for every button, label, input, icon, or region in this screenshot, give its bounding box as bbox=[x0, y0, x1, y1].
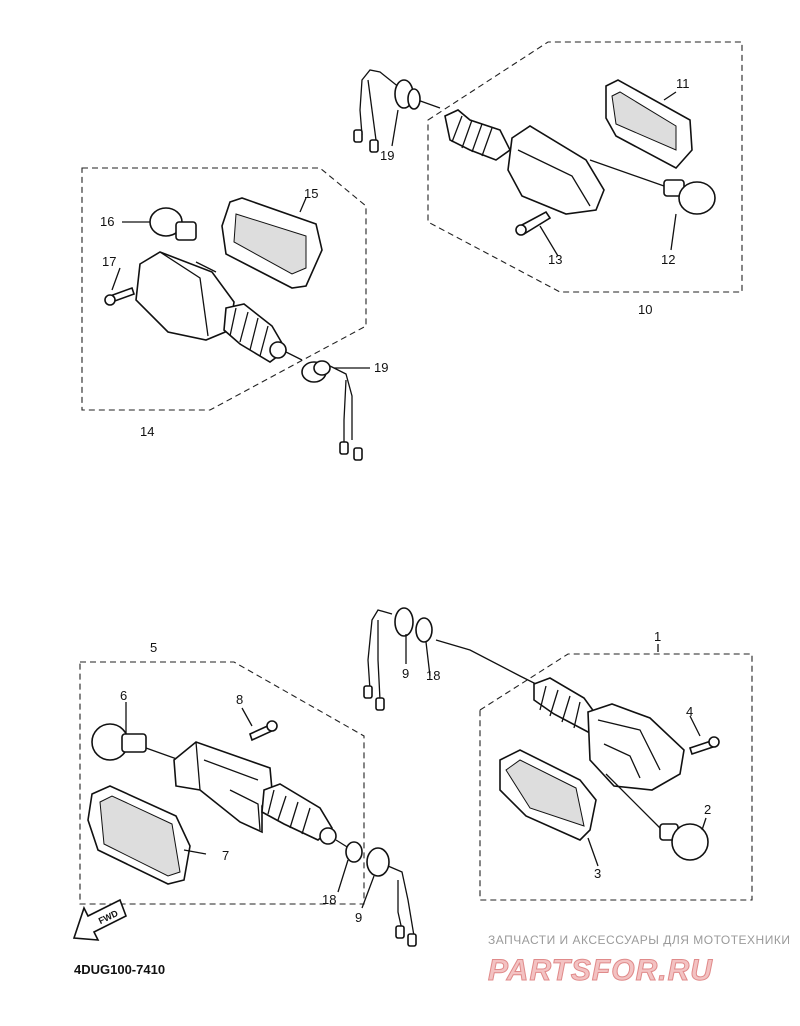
callout-11: 11 bbox=[676, 76, 690, 91]
callout-16: 16 bbox=[100, 214, 114, 229]
screw-13 bbox=[515, 210, 552, 236]
watermark-logo: PARTSFOR.RU bbox=[488, 954, 713, 987]
washer-18-top bbox=[415, 617, 433, 643]
callout-1: 1 bbox=[654, 629, 661, 644]
turn-signal-housing-1 bbox=[587, 703, 685, 791]
callout-19-left: 19 bbox=[374, 360, 388, 375]
callout-8: 8 bbox=[236, 692, 243, 707]
assembly-1 bbox=[363, 607, 753, 901]
assembly-14-boundary bbox=[81, 167, 367, 411]
callout-7: 7 bbox=[222, 848, 229, 863]
grommet-9-top bbox=[394, 607, 414, 637]
fwd-direction-arrow: FWD bbox=[72, 898, 128, 941]
callout-4: 4 bbox=[686, 704, 693, 719]
watermark: ЗАПЧАСТИ И АКСЕССУАРЫ ДЛЯ МОТОТЕХНИКИ PA… bbox=[488, 933, 790, 988]
assembly-5 bbox=[79, 661, 417, 947]
callout-9-bottom: 9 bbox=[355, 910, 362, 925]
callout-10: 10 bbox=[638, 302, 652, 317]
grommet-9-bottom bbox=[366, 847, 390, 877]
turn-signal-housing-5 bbox=[173, 741, 273, 834]
assembly-10-boundary bbox=[427, 41, 743, 293]
callout-17: 17 bbox=[102, 254, 116, 269]
screw-8 bbox=[249, 720, 278, 742]
callout-18-bottom: 18 bbox=[322, 892, 336, 907]
screw-4 bbox=[688, 736, 720, 756]
callout-numbers: 1 2 3 4 5 6 7 8 9 9 10 11 12 13 14 15 16… bbox=[100, 76, 711, 925]
callout-19-top: 19 bbox=[380, 148, 394, 163]
callout-5: 5 bbox=[150, 640, 157, 655]
callout-15: 15 bbox=[304, 186, 318, 201]
assembly-5-boundary bbox=[79, 661, 365, 905]
bulb-16 bbox=[149, 207, 197, 241]
assembly-1-boundary bbox=[479, 653, 753, 901]
callout-12: 12 bbox=[661, 252, 675, 267]
turn-signal-housing-14 bbox=[135, 251, 235, 341]
callout-14: 14 bbox=[140, 424, 154, 439]
watermark-tagline: ЗАПЧАСТИ И АКСЕССУАРЫ ДЛЯ МОТОТЕХНИКИ bbox=[488, 933, 790, 947]
callout-3: 3 bbox=[594, 866, 601, 881]
washer-18-bottom bbox=[345, 841, 363, 863]
bulb-6 bbox=[91, 723, 147, 761]
diagram-code: 4DUG100-7410 bbox=[74, 962, 165, 977]
callout-13: 13 bbox=[548, 252, 562, 267]
assembly-14 bbox=[81, 167, 370, 461]
callout-2: 2 bbox=[704, 802, 711, 817]
bulb-2 bbox=[659, 823, 709, 861]
bulb-12 bbox=[663, 179, 716, 215]
callout-9-top: 9 bbox=[402, 666, 409, 681]
screw-17 bbox=[104, 286, 136, 306]
turn-signal-housing-10 bbox=[507, 125, 605, 215]
callout-18-top: 18 bbox=[426, 668, 440, 683]
callout-6: 6 bbox=[120, 688, 127, 703]
assembly-10 bbox=[353, 41, 743, 293]
